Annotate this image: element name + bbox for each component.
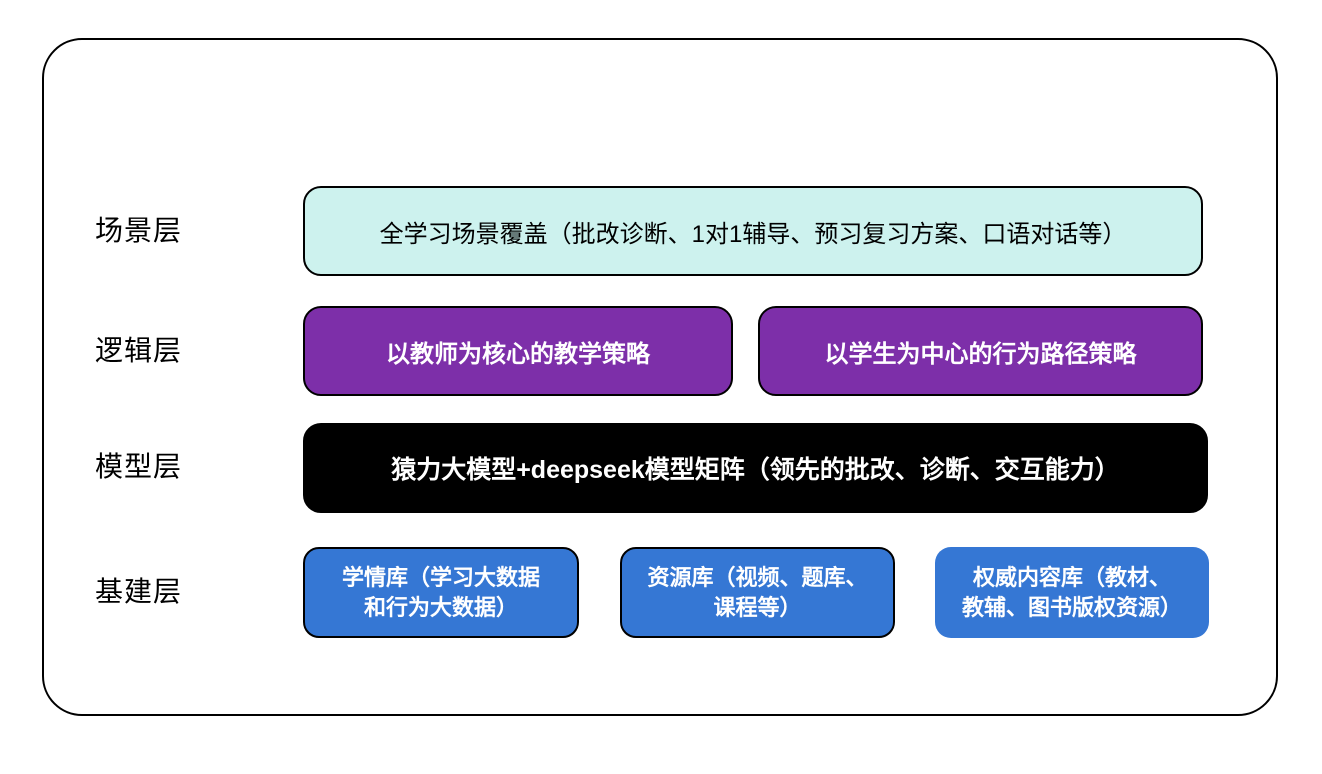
model-matrix-box: 猿力大模型+deepseek模型矩阵（领先的批改、诊断、交互能力） (303, 423, 1208, 513)
teacher-strategy-box: 以教师为核心的教学策略 (303, 306, 733, 396)
resource-library-box: 资源库（视频、题库、 课程等） (620, 547, 895, 638)
authoritative-content-box: 权威内容库（教材、 教辅、图书版权资源） (935, 547, 1209, 638)
authoritative-content-text: 权威内容库（教材、 教辅、图书版权资源） (961, 564, 1182, 620)
resource-library-text: 资源库（视频、题库、 课程等） (647, 564, 868, 620)
model-matrix-text: 猿力大模型+deepseek模型矩阵（领先的批改、诊断、交互能力） (391, 456, 1120, 484)
learning-data-text: 学情库（学习大数据 和行为大数据） (341, 564, 540, 620)
scene-layer-label: 场景层 (95, 215, 183, 246)
scene-coverage-text: 全学习场景覆盖（批改诊断、1对1辅导、预习复习方案、口语对话等） (379, 220, 1127, 248)
scene-coverage-box: 全学习场景覆盖（批改诊断、1对1辅导、预习复习方案、口语对话等） (303, 186, 1203, 276)
logic-layer-label: 逻辑层 (95, 335, 183, 366)
learning-data-box: 学情库（学习大数据 和行为大数据） (303, 547, 579, 638)
student-strategy-text: 以学生为中心的行为路径策略 (824, 340, 1137, 368)
student-strategy-box: 以学生为中心的行为路径策略 (758, 306, 1203, 396)
infra-layer-label: 基建层 (95, 576, 183, 607)
teacher-strategy-text: 以教师为核心的教学策略 (386, 340, 650, 368)
model-layer-label: 模型层 (95, 451, 183, 482)
